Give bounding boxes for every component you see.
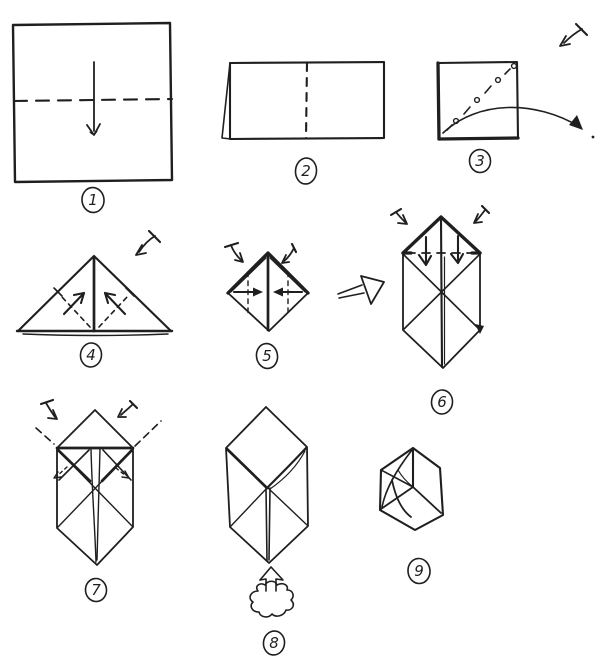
badge-circle <box>81 186 105 214</box>
crease-dotted-line <box>446 62 518 131</box>
flap-layer-left <box>230 452 266 487</box>
fold-down-arrow-icon <box>86 61 101 136</box>
thick-bottom-edge <box>437 136 520 141</box>
tail-fold-arrow-right-icon <box>473 204 491 224</box>
edge-tick-right <box>125 287 135 297</box>
folded-edge-flap <box>221 62 232 140</box>
step-number: 9 <box>414 562 424 580</box>
open-squash-curved-arrow-icon <box>442 106 595 139</box>
step-4: 4 <box>15 229 174 368</box>
crease-curve-3 <box>397 469 414 488</box>
fold-up-arrow-right-icon <box>103 291 127 316</box>
fold-up-arrow-left-icon <box>62 291 86 316</box>
paper-square-outline <box>11 21 174 184</box>
flap-edge-left-thin <box>58 449 90 481</box>
cube-edge-upper-left <box>380 469 414 488</box>
blow-cloud-icon <box>249 580 294 618</box>
center-opening-right <box>268 487 271 561</box>
step-number: 8 <box>269 634 279 652</box>
fold-down-arrow-right-icon <box>449 234 465 265</box>
tail-fold-arrow-left-icon <box>39 398 58 420</box>
badge-circle <box>407 557 431 585</box>
diagonal-crease-2 <box>403 253 481 330</box>
step-number: 7 <box>91 581 101 599</box>
step-number: 4 <box>86 346 96 364</box>
step-5: 5 <box>223 241 385 370</box>
diagonal-crease-right <box>267 487 308 526</box>
flap-layer-right <box>269 450 306 490</box>
step-7: 7 <box>35 398 162 603</box>
step-number-badge-1: 1 <box>81 186 105 214</box>
step-number-badge-7: 7 <box>84 577 108 603</box>
step-number: 1 <box>88 191 98 209</box>
tail-fold-arrow-right-icon <box>281 242 298 264</box>
step-number: 5 <box>262 347 272 365</box>
badge-circle <box>79 342 103 368</box>
step-number: 6 <box>437 393 447 411</box>
step-number: 3 <box>475 152 485 170</box>
step-2: 2 <box>221 60 386 185</box>
fold-in-arrow-right-icon <box>273 287 304 297</box>
badge-circle <box>468 148 492 174</box>
step-number-badge-6: 6 <box>430 389 454 415</box>
valley-fold-dashed-line-left <box>61 296 91 328</box>
center-opening-right <box>96 448 101 561</box>
next-step-outline-arrow-icon <box>337 275 385 305</box>
valley-fold-dashed-line <box>304 61 309 140</box>
step-number-badge-5: 5 <box>255 342 279 370</box>
badge-circle <box>294 157 318 185</box>
crease-dashed-line-right <box>134 420 162 447</box>
base-layer-edge <box>22 333 169 337</box>
tail-fold-arrow-right-icon <box>117 399 139 418</box>
badge-circle <box>262 630 286 656</box>
step-number-badge-9: 9 <box>407 557 431 585</box>
tail-fold-arrow-left-icon <box>223 241 244 263</box>
valley-fold-dashed-line-right <box>98 296 128 328</box>
fold-down-arrow-left-icon <box>417 235 433 267</box>
step-number-badge-8: 8 <box>262 630 286 656</box>
step-number: 2 <box>301 162 311 180</box>
step-number-badge-4: 4 <box>79 342 103 368</box>
tuck-in-dashed-arrow-left-icon <box>53 466 68 479</box>
flap-edge-right <box>266 446 308 489</box>
diagonal-crease-2 <box>57 449 133 528</box>
step-3: 3 <box>436 22 595 174</box>
paper-rect-outline <box>228 60 386 141</box>
step-number-badge-3: 3 <box>468 148 492 174</box>
step-9: 9 <box>378 446 445 585</box>
step-8: 8 <box>225 406 309 656</box>
step-1: 1 <box>11 21 174 214</box>
valley-fold-dashed-line <box>12 97 174 103</box>
edge-tick-left <box>53 287 63 297</box>
crease-curve-2 <box>391 479 412 518</box>
fold-in-arrow-left-icon <box>232 287 263 297</box>
turn-over-arrow-icon <box>559 22 589 47</box>
center-opening-left <box>90 448 97 563</box>
step-6: 6 <box>389 204 491 415</box>
badge-circle <box>430 389 454 415</box>
center-opening-left <box>265 487 268 562</box>
crease-curve-1 <box>381 449 413 508</box>
badge-circle <box>255 342 279 370</box>
crease-dashed-line-left <box>35 427 55 445</box>
thick-left-edge <box>436 61 441 141</box>
turn-over-arrow-icon <box>135 229 162 256</box>
badge-circle <box>84 577 108 603</box>
tuck-in-dashed-arrow-right-icon <box>115 467 130 479</box>
corner-arrowhead <box>475 324 484 334</box>
step-number-badge-2: 2 <box>294 157 318 185</box>
cube-edge-right <box>412 486 442 514</box>
inflate-outline-arrow-icon <box>259 566 284 592</box>
tail-fold-arrow-left-icon <box>389 207 408 225</box>
model-outline <box>225 406 309 564</box>
thick-top-edges <box>401 215 482 255</box>
diagonal-crease-left <box>230 487 268 527</box>
